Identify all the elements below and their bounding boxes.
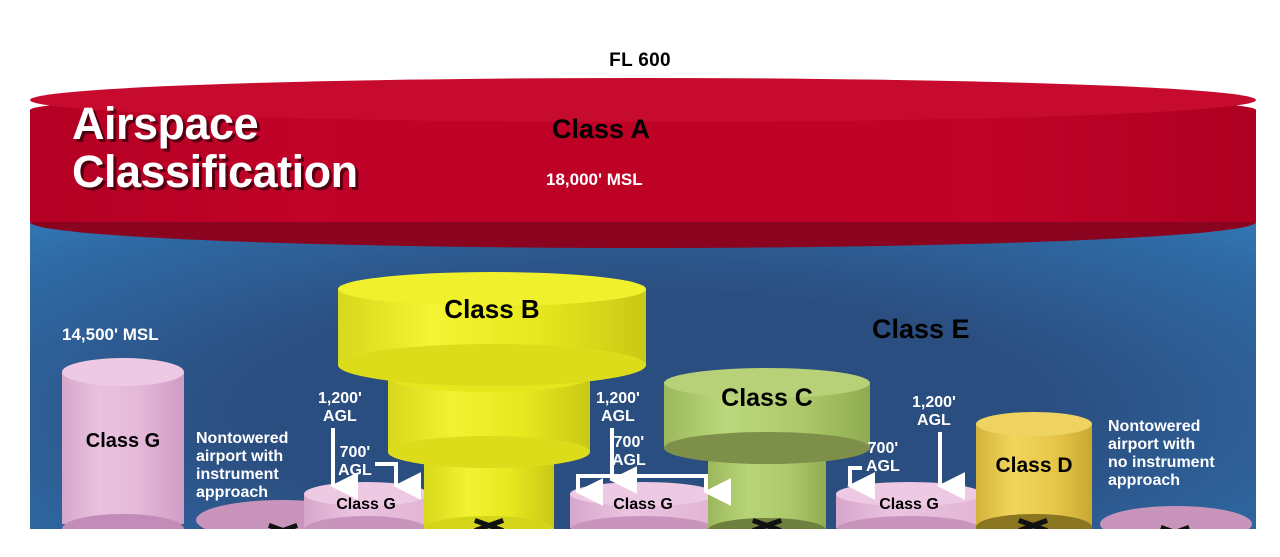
agl-1200-label-b: 1,200' AGL xyxy=(596,390,640,425)
page-title: Airspace Classification xyxy=(72,98,358,197)
ground-surface xyxy=(0,529,1280,557)
class-a-top-surface xyxy=(30,78,1256,122)
class-g-tall-body xyxy=(62,372,184,524)
class-g-mound-4-label: Class G xyxy=(879,496,939,513)
class-a-label: Class A xyxy=(552,114,651,144)
class-b-tier-middle-base xyxy=(388,436,590,468)
nontowered-no-instrument-approach-label: Nontowered airport with no instrument ap… xyxy=(1108,418,1215,489)
agl-700-label-b: 700' AGL xyxy=(612,434,646,469)
class-g-tall-cylinder: Class G xyxy=(62,358,184,544)
class-d-label: Class D xyxy=(995,454,1073,477)
class-b-tier-top-surface xyxy=(338,272,646,306)
class-b-tier-top: Class B xyxy=(338,272,646,394)
agl-700-label-a: 700' AGL xyxy=(338,444,372,479)
class-g-mound-3-label: Class G xyxy=(613,496,673,513)
class-c-tier-top-base xyxy=(664,432,870,464)
class-b-tier-top-base xyxy=(338,344,646,386)
class-d-top xyxy=(976,412,1092,436)
class-g-tall-top xyxy=(62,358,184,386)
agl-1200-label-a: 1,200' AGL xyxy=(318,390,362,425)
class-g-tall-label: Class G xyxy=(85,430,161,452)
agl-1200-label-c: 1,200' AGL xyxy=(912,394,956,429)
class-c-label: Class C xyxy=(721,384,813,412)
class-c-tier-top: Class C xyxy=(664,368,870,472)
class-b-label: Class B xyxy=(444,294,540,324)
class-c-tier-top-surface xyxy=(664,368,870,398)
class-e-label: Class E xyxy=(872,314,970,344)
class-g-tall-altitude-label: 14,500' MSL xyxy=(62,325,159,344)
class-d-body xyxy=(976,424,1092,528)
nontowered-instrument-approach-label: Nontowered airport with instrument appro… xyxy=(196,430,289,501)
agl-700-label-c: 700' AGL xyxy=(866,440,900,475)
class-g-mound-2-label: Class G xyxy=(336,496,396,513)
class-a-floor-label: 18,000' MSL xyxy=(546,170,643,189)
flight-level-600-label: FL 600 xyxy=(609,50,671,71)
